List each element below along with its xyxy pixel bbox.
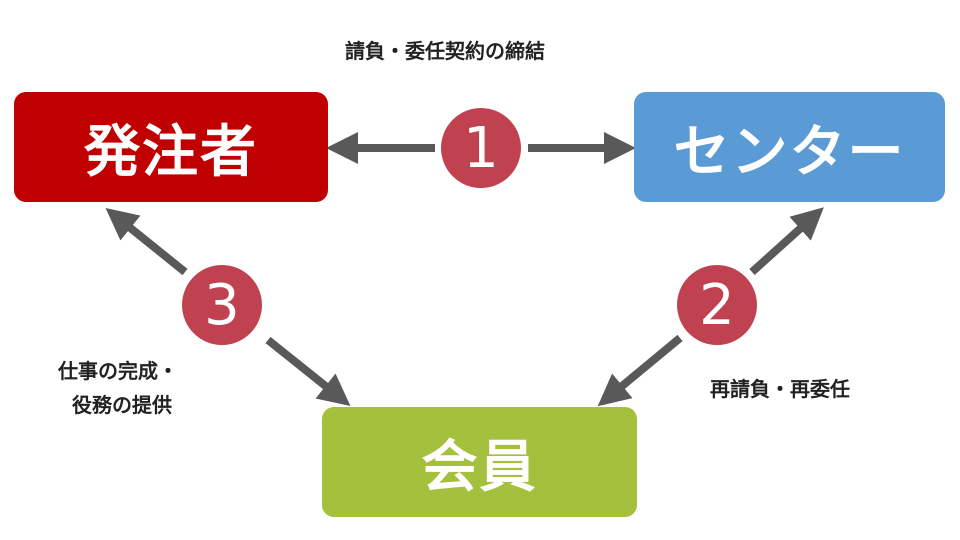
arrow-to-member-left bbox=[265, 336, 351, 406]
client-label: 発注者 bbox=[84, 119, 258, 185]
step-3-label-line2: 役務の提供 bbox=[72, 393, 172, 417]
step-3-label-line1: 仕事の完成・ bbox=[58, 359, 178, 383]
step-3-number: 3 bbox=[204, 272, 240, 338]
step-2-label: 再請負・再委任 bbox=[710, 377, 850, 401]
center-label: センター bbox=[673, 119, 906, 185]
step-3-badge: 3 bbox=[182, 265, 262, 345]
member-label: 会員 bbox=[421, 434, 538, 500]
center-node: センター bbox=[634, 92, 945, 202]
step-2-badge: 2 bbox=[677, 265, 757, 345]
arrow-to-center-diag bbox=[749, 207, 824, 275]
member-node: 会員 bbox=[322, 407, 637, 517]
arrow-to-member-right bbox=[597, 334, 683, 407]
step-1-label: 請負・委任契約の締結 bbox=[345, 39, 545, 63]
arrow-to-client-diag bbox=[105, 207, 188, 276]
step-1-number: 1 bbox=[463, 115, 499, 181]
client-node: 発注者 bbox=[14, 92, 328, 202]
step-2-number: 2 bbox=[699, 272, 735, 338]
step-1-badge: 1 bbox=[441, 108, 521, 188]
